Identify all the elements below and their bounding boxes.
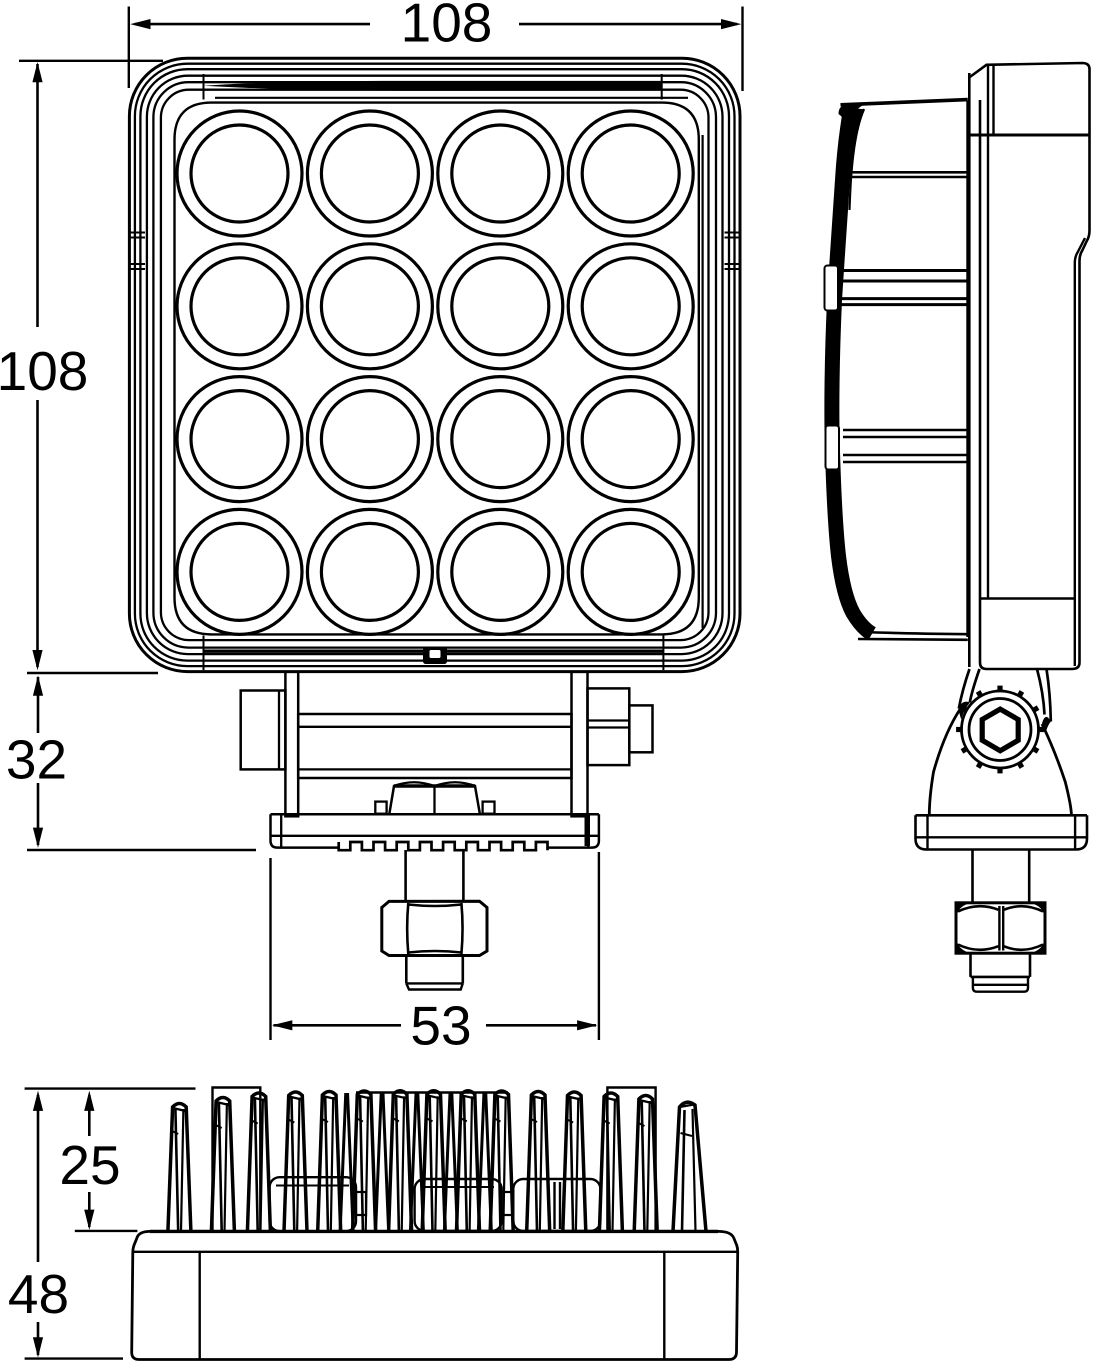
svg-text:48: 48 [8, 1263, 69, 1325]
svg-text:25: 25 [59, 1134, 120, 1196]
svg-text:108: 108 [401, 0, 493, 54]
svg-text:32: 32 [6, 729, 67, 791]
svg-text:108: 108 [0, 340, 88, 402]
svg-text:53: 53 [410, 995, 471, 1057]
